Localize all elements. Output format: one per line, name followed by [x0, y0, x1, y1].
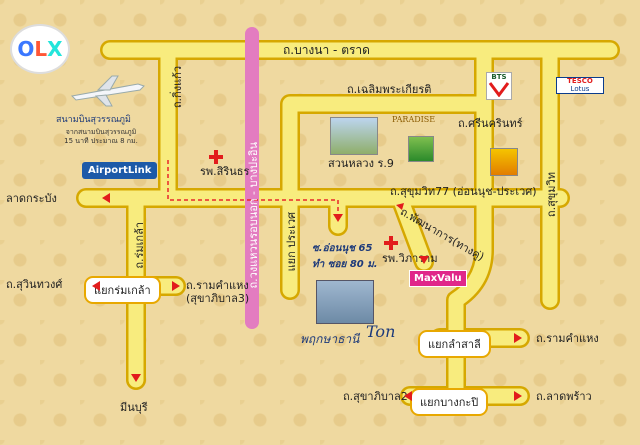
- hospital-cross-icon: [384, 236, 398, 250]
- junction-lam-sali: แยกลำสาลี: [418, 330, 491, 358]
- dashed-route: [167, 160, 339, 218]
- bigc-logo: [490, 148, 518, 176]
- arrow-left-sukhaphiban2: [404, 391, 412, 401]
- arrow-down-sukhumvit77: [419, 256, 429, 264]
- logo-x: X: [47, 37, 63, 61]
- arrow-down-route: [333, 214, 343, 222]
- hospital-cross-icon: [209, 150, 223, 164]
- road-chaloem: [282, 96, 488, 206]
- road-label-ramkhamhaeng-left: ถ.รามคำแหง (สุขาภิบาล3): [186, 279, 250, 306]
- arrow-right-ramkhamhaeng: [172, 281, 180, 291]
- road-srinakarin: [448, 42, 492, 408]
- project-name: พฤกษาธานี: [300, 332, 360, 346]
- arrow-right-lam-sali: [514, 333, 522, 343]
- lotus-label: Lotus: [570, 84, 590, 93]
- arrow-left-suwinthawong: [92, 281, 100, 291]
- bts-logo: BTS: [486, 72, 512, 100]
- soi-note-line1: ซ.อ่อนนุช 65: [312, 243, 373, 254]
- hospital-sirin-label: รพ.สิรินธร: [200, 165, 250, 178]
- place-min-buri: มีนบุรี: [120, 401, 148, 414]
- maxvalu-logo: MaxValu: [409, 270, 467, 287]
- suan-luang-photo: [330, 117, 378, 155]
- bts-label: BTS: [491, 73, 507, 81]
- logo-l: L: [34, 37, 48, 61]
- project-name-suffix: Ton: [366, 322, 396, 341]
- road-label-srinakarin: ถ.ศรีนครินทร์: [458, 117, 523, 130]
- junction-romklao: แยกร่มเกล้า: [84, 276, 161, 304]
- suan-luang-label: สวนหลวง ร.9: [328, 157, 394, 170]
- airport-label: สนามบินสุวรรณภูมิ: [56, 115, 131, 125]
- arrow-left-lat-krabang: [102, 193, 110, 203]
- place-lat-krabang: ลาดกระบัง: [6, 192, 57, 205]
- airport-subtext-1: จากสนามบินสุวรรณภูมิ: [65, 128, 137, 136]
- junction-bang-kapi: แยกบางกะปิ: [410, 388, 489, 416]
- road-label-ramkhamhaeng-right: ถ.รามคำแหง: [536, 332, 599, 345]
- road-label-sukhumvit77: ถ.สุขุมวิท77 (อ่อนนุช-ประเวศ): [390, 185, 537, 198]
- road-label-lat-phrao: ถ.ลาดพร้าว: [536, 390, 592, 403]
- logo-o: O: [17, 37, 35, 61]
- road-label-chaloem-phra-kiat: ถ.เฉลิมพระเกียรติ: [347, 83, 432, 96]
- airplane-icon: [70, 75, 145, 107]
- road-label-suwinthawong: ถ.สุวินทวงศ์: [6, 278, 63, 291]
- hospital-wikaram-label: รพ.วิภาราม: [382, 252, 438, 265]
- paradise-logo: PARADISE: [392, 115, 436, 124]
- project-building-photo: [316, 280, 374, 324]
- airport-subtext-2: 15 นาที ประมาณ 8 กม.: [64, 137, 138, 145]
- soi-note-line2: ทำ ซอย 80 ม.: [312, 259, 378, 270]
- tesco-lotus-logo: TESCO Lotus: [556, 77, 604, 95]
- bts-symbol-icon: [488, 82, 510, 98]
- road-label-sukhaphiban2: ถ.สุขาภิบาล2: [343, 390, 408, 403]
- airport-link-logo: AirportLink: [82, 162, 158, 179]
- tesco-label: TESCO: [567, 77, 593, 85]
- arrow-down-min-buri: [131, 374, 141, 382]
- arrow-down-phatthanakan: [396, 203, 404, 210]
- seacon-logo: [408, 136, 434, 162]
- road-phatthanakan: [392, 190, 432, 270]
- road-label-bangna-trat: ถ.บางนา - ตราด: [283, 43, 370, 57]
- arrow-right-lat-phrao: [514, 391, 522, 401]
